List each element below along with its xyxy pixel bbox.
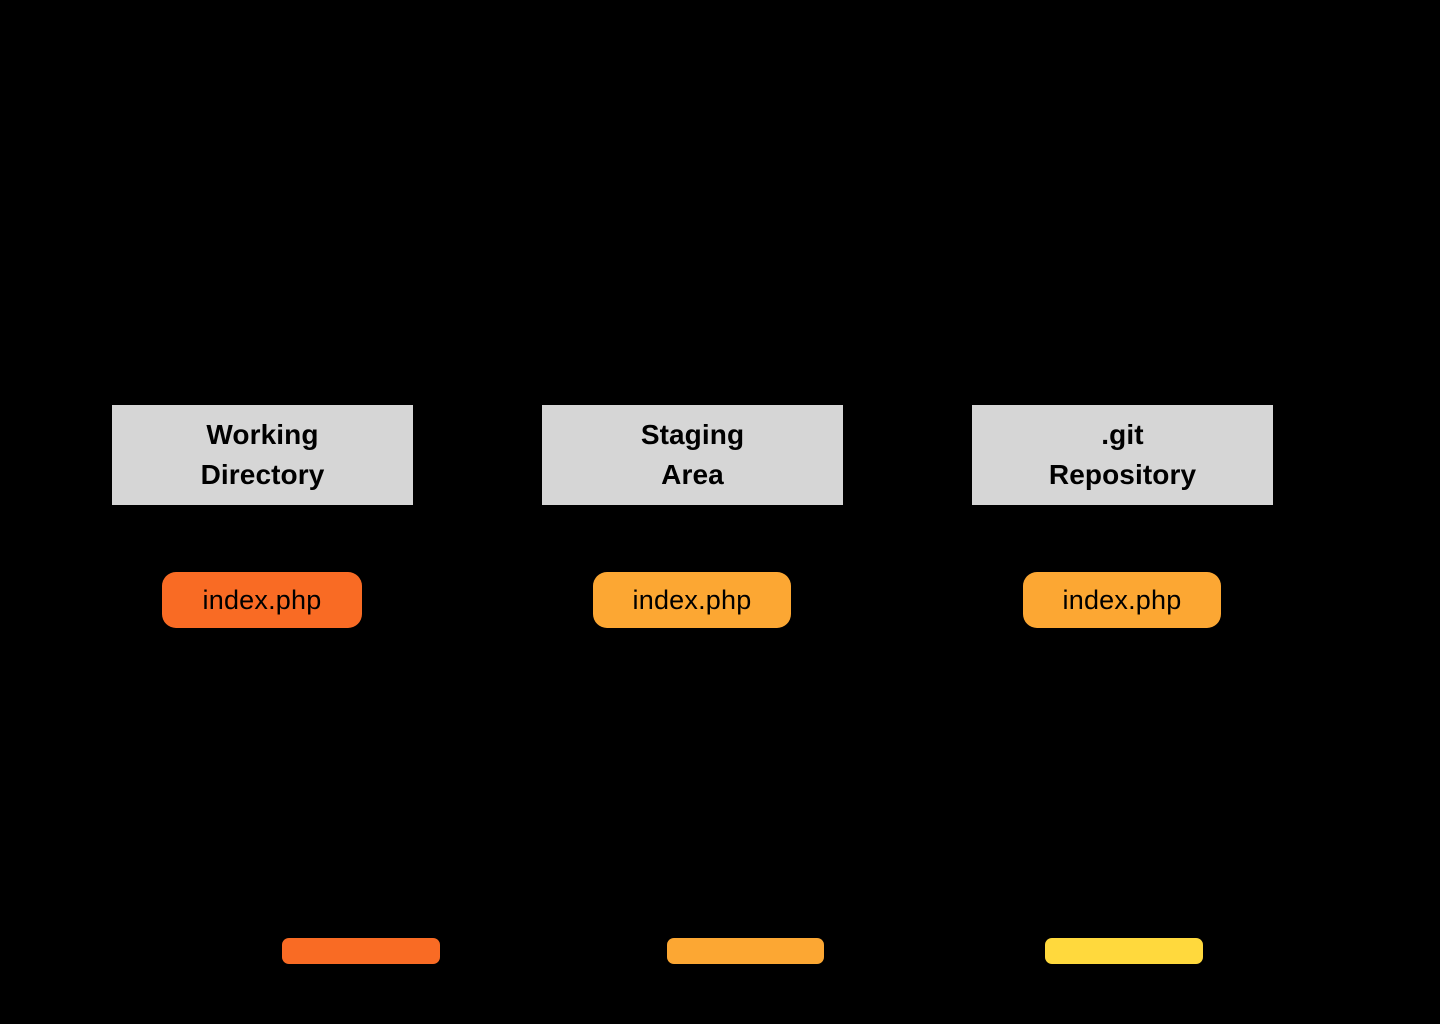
file-pill-git-repository[interactable]: index.php: [1023, 572, 1221, 628]
status-bar-staging-area: [667, 938, 824, 964]
status-bar-git-repository: [1045, 938, 1203, 964]
zone-header-working-directory: Working Directory: [112, 405, 413, 505]
zone-header-staging-area: Staging Area: [542, 405, 843, 505]
zone-header-git-repository: .git Repository: [972, 405, 1273, 505]
zone-header-line-2: Directory: [200, 459, 325, 490]
zone-header-line-2: Repository: [1048, 459, 1197, 490]
column-staging-area: Staging Area index.php: [542, 0, 843, 1024]
status-bar-working-directory: [282, 938, 440, 964]
zone-header-line-1: Working: [206, 419, 319, 450]
column-git-repository: .git Repository index.php: [972, 0, 1273, 1024]
file-pill-label: index.php: [632, 584, 752, 615]
file-pill-label: index.php: [1062, 584, 1182, 615]
column-working-directory: Working Directory index.php: [112, 0, 440, 1024]
zone-header-line-1: .git: [1101, 419, 1144, 450]
file-pill-staging-area[interactable]: index.php: [593, 572, 791, 628]
file-pill-label: index.php: [202, 584, 322, 615]
zone-header-line-1: Staging: [640, 419, 745, 450]
file-pill-working-directory[interactable]: index.php: [162, 572, 362, 628]
zone-header-line-2: Area: [661, 459, 724, 490]
